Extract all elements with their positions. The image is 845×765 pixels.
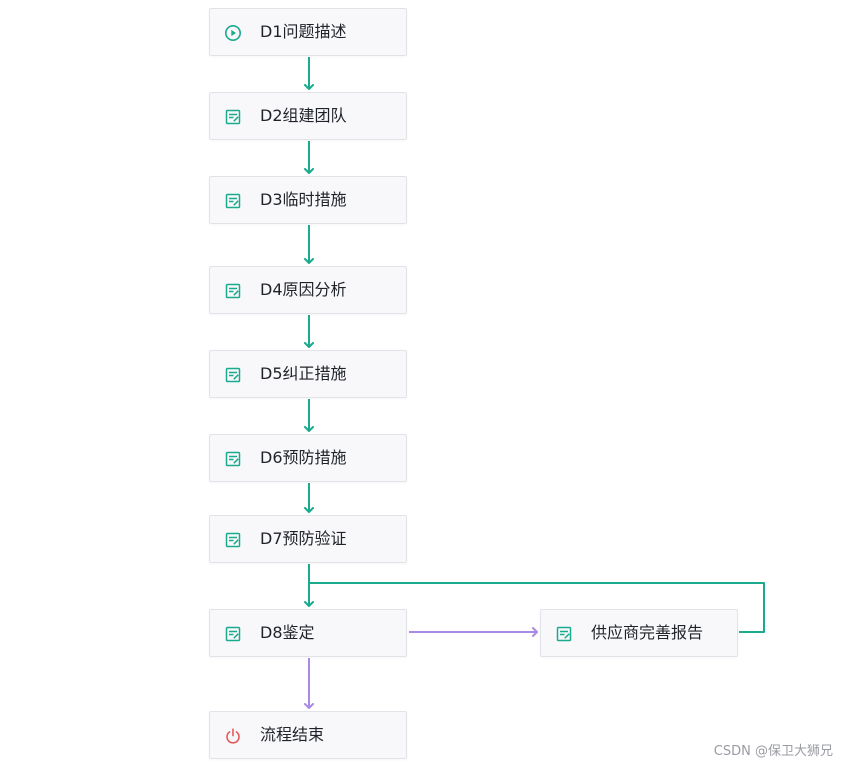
node-label: D5纠正措施 — [260, 364, 347, 383]
play-circle-icon — [224, 24, 242, 42]
node-d6-preventive-actions[interactable]: D6预防措施 — [209, 434, 407, 482]
node-d8-appraisal[interactable]: D8鉴定 — [209, 609, 407, 657]
form-icon — [224, 450, 242, 468]
node-d2-build-team[interactable]: D2组建团队 — [209, 92, 407, 140]
node-label: D8鉴定 — [260, 623, 315, 642]
node-d3-interim-measures[interactable]: D3临时措施 — [209, 176, 407, 224]
node-label: 流程结束 — [260, 725, 325, 744]
node-label: D6预防措施 — [260, 448, 347, 467]
node-d4-root-cause-analysis[interactable]: D4原因分析 — [209, 266, 407, 314]
node-label: D2组建团队 — [260, 106, 347, 125]
power-icon — [224, 727, 242, 745]
watermark-text: CSDN @保卫大狮兄 — [713, 744, 833, 759]
form-icon — [224, 192, 242, 210]
form-icon — [555, 625, 573, 643]
form-icon — [224, 531, 242, 549]
form-icon — [224, 282, 242, 300]
node-label: D4原因分析 — [260, 280, 347, 299]
node-label: D7预防验证 — [260, 529, 347, 548]
node-d5-corrective-actions[interactable]: D5纠正措施 — [209, 350, 407, 398]
edge-supplier-d8 — [309, 582, 765, 633]
form-icon — [224, 625, 242, 643]
node-supplier-improve-report[interactable]: 供应商完善报告 — [540, 609, 738, 657]
node-process-end[interactable]: 流程结束 — [209, 711, 407, 759]
node-label: D1问题描述 — [260, 22, 347, 41]
node-d1-problem-description[interactable]: D1问题描述 — [209, 8, 407, 56]
form-icon — [224, 108, 242, 126]
node-label: 供应商完善报告 — [591, 623, 704, 642]
node-label: D3临时措施 — [260, 190, 347, 209]
node-d7-preventive-verification[interactable]: D7预防验证 — [209, 515, 407, 563]
form-icon — [224, 366, 242, 384]
